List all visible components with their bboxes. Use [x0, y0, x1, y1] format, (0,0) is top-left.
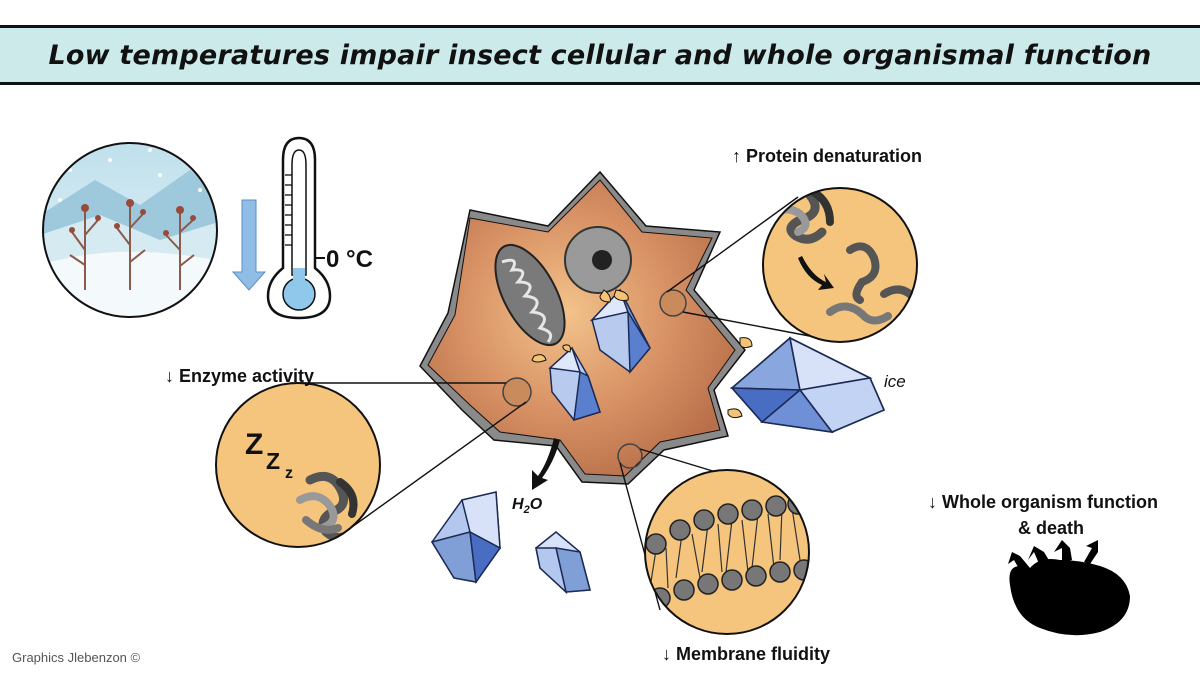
- temperature-drop-arrow: [231, 199, 267, 291]
- winter-scene: [42, 142, 218, 318]
- membrane-fluidity-label: ↓ Membrane fluidity: [662, 644, 831, 664]
- thermometer-label: 0 °C: [326, 246, 373, 273]
- sleep-z-small: z: [285, 465, 293, 482]
- ice-label: ice: [884, 372, 906, 391]
- organism-function-label: ↓ Whole organism function: [928, 492, 1158, 512]
- water-subscript: 2: [523, 504, 530, 517]
- enzyme-zoom-circle: [215, 382, 381, 548]
- title-banner: Low temperatures impair insect cellular …: [0, 25, 1200, 85]
- ice-crystal: [535, 531, 591, 595]
- insect-cell: [419, 170, 746, 485]
- protein-zoom-circle: [762, 187, 918, 343]
- sleep-z-large: Z: [245, 428, 264, 461]
- intracellular-ice-crystal: [548, 346, 601, 422]
- water-droplets: [727, 337, 753, 419]
- mitochondrion: [494, 243, 566, 347]
- sleep-z-medium: Z: [266, 448, 281, 474]
- ice-crystal: [729, 336, 886, 434]
- credit-text: Graphics Jlebenzon ©: [12, 650, 141, 665]
- water-efflux-arrow: [532, 438, 560, 490]
- water-o: O: [529, 496, 543, 513]
- insect-silhouette: [1008, 540, 1130, 636]
- membrane-zoom-circle: [644, 469, 810, 635]
- enzyme-activity-label: ↓ Enzyme activity: [165, 366, 315, 386]
- death-label: & death: [1018, 518, 1085, 538]
- water-h: H: [512, 496, 524, 513]
- ice-crystal: [430, 491, 502, 585]
- thermometer-icon: [266, 136, 332, 320]
- protein-denaturation-label: ↑ Protein denaturation: [732, 146, 923, 166]
- water-label: H2O: [512, 496, 542, 516]
- page-title: Low temperatures impair insect cellular …: [48, 39, 1152, 71]
